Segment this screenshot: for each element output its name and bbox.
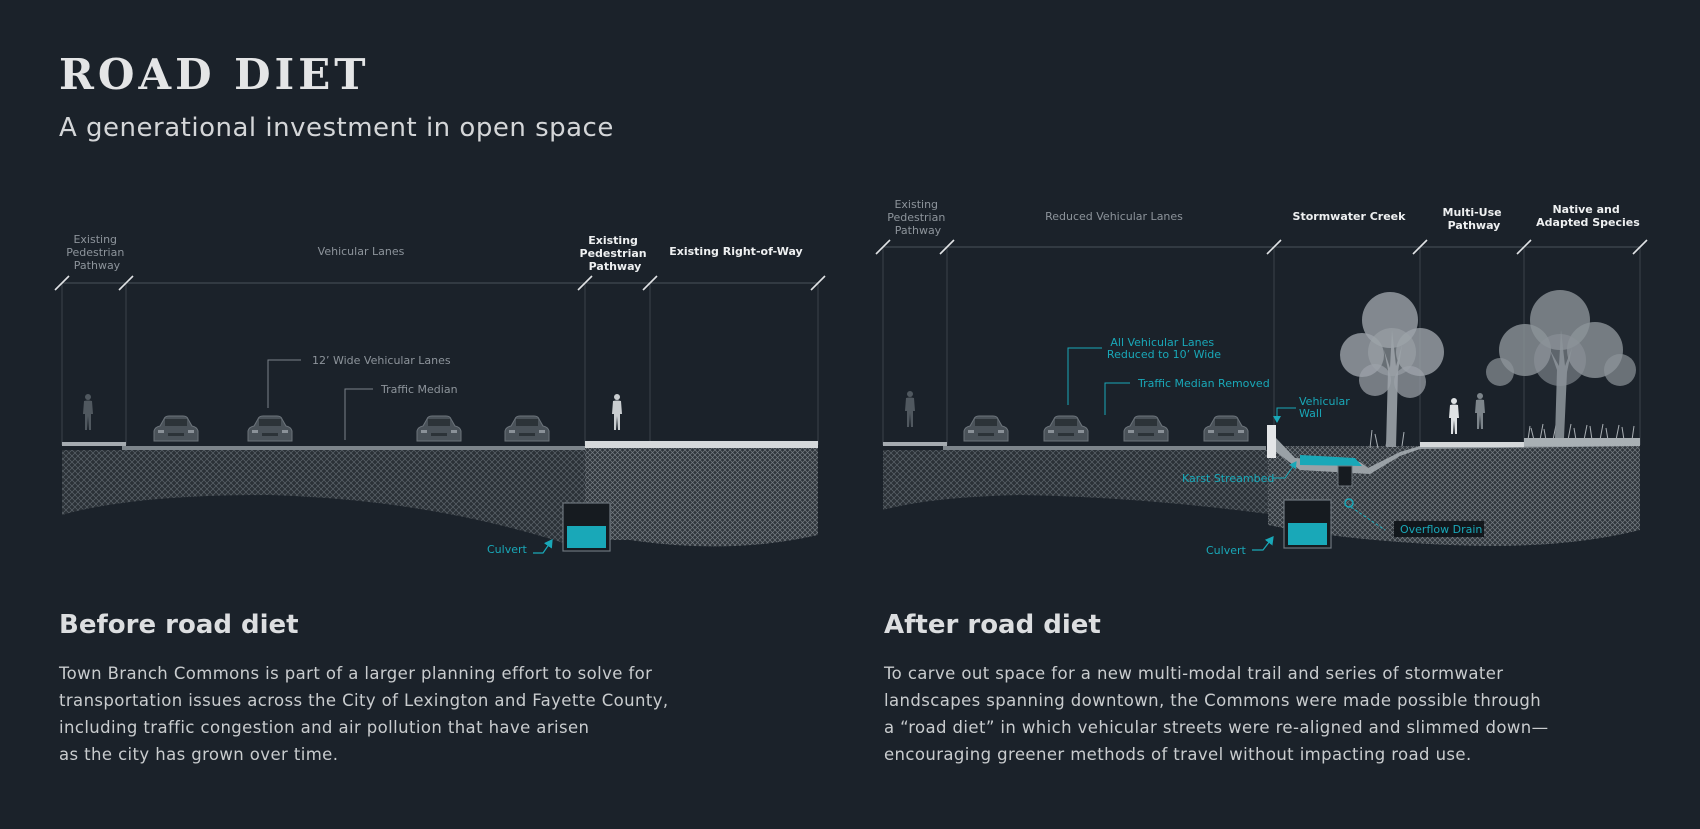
- car: [1043, 415, 1089, 442]
- after-heading: After road diet: [884, 610, 1101, 640]
- callout-karst-streambed: Karst Streambed: [1182, 472, 1274, 485]
- overflow-drain-label-bg: [1394, 521, 1484, 537]
- pedestrian: [612, 394, 622, 430]
- segment-label-native: Native and Adapted Species: [1536, 203, 1640, 229]
- tree: [1340, 292, 1444, 447]
- segment-label-ped-left: Existing Pedestrian Pathway: [66, 233, 128, 272]
- before-section: Existing Pedestrian Pathway Vehicular La…: [54, 233, 826, 556]
- car: [153, 415, 199, 442]
- before-description-line: transportation issues across the City of…: [59, 691, 669, 710]
- culvert: [1283, 499, 1332, 549]
- callout-culvert-after: Culvert: [1206, 544, 1247, 557]
- car: [247, 415, 293, 442]
- overflow-drain: [1337, 465, 1386, 531]
- callout-overflow-drain: Overflow Drain: [1400, 523, 1482, 536]
- pedestrian: [83, 394, 93, 430]
- pedestrian: [1449, 398, 1459, 434]
- pedestrian: [1475, 393, 1485, 429]
- after-description-line: landscapes spanning downtown, the Common…: [884, 691, 1542, 710]
- segment-label-creek: Stormwater Creek: [1293, 210, 1407, 223]
- page-title: ROAD DIET: [59, 50, 370, 99]
- before-description-line: including traffic congestion and air pol…: [59, 718, 590, 737]
- segment-label-ped-right: Existing Pedestrian Pathway: [580, 234, 651, 273]
- callout-vehicular-wall: Vehicular Wall: [1299, 395, 1353, 420]
- car: [1203, 415, 1249, 442]
- segment-label-right-of-way: Existing Right-of-Way: [669, 245, 802, 258]
- soil-ground-right: [585, 446, 818, 547]
- sidewalk: [585, 441, 818, 448]
- car: [504, 415, 550, 442]
- multi-use-path: [1420, 442, 1524, 447]
- after-description-line: encouraging greener methods of travel wi…: [884, 745, 1472, 764]
- segment-label-lanes: Vehicular Lanes: [318, 245, 405, 258]
- car: [963, 415, 1009, 442]
- car: [416, 415, 462, 442]
- callout-culvert: Culvert: [487, 543, 528, 556]
- after-section: Existing Pedestrian Pathway Reduced Vehi…: [875, 198, 1648, 557]
- culvert: [562, 502, 611, 552]
- after-description-line: To carve out space for a new multi-modal…: [884, 664, 1504, 683]
- before-description-line: Town Branch Commons is part of a larger …: [59, 664, 653, 683]
- segment-label-reduced-lanes: Reduced Vehicular Lanes: [1045, 210, 1183, 223]
- pedestrian: [905, 391, 915, 427]
- before-description: Town Branch Commons is part of a larger …: [59, 660, 759, 768]
- vehicular-wall: [1267, 425, 1276, 458]
- stormwater-creek: [1300, 455, 1362, 466]
- callout-median-removed: Traffic Median Removed: [1137, 377, 1270, 390]
- before-description-line: as the city has grown over time.: [59, 745, 339, 764]
- road-surface: [883, 442, 947, 446]
- segment-label-multi-use: Multi-Use Pathway: [1443, 206, 1506, 232]
- soil-ground: [62, 450, 585, 550]
- after-description-line: a “road diet” in which vehicular streets…: [884, 718, 1549, 737]
- car: [1123, 415, 1169, 442]
- soil-ground: [883, 450, 1268, 514]
- page-subtitle: A generational investment in open space: [59, 113, 614, 143]
- callout-lanes: 12’ Wide Vehicular Lanes: [312, 354, 451, 367]
- segment-label-ped-left-after: Existing Pedestrian Pathway: [887, 198, 949, 237]
- callout-lanes-reduced: All Vehicular Lanes Reduced to 10’ Wide: [1107, 336, 1221, 361]
- after-description: To carve out space for a new multi-modal…: [884, 660, 1644, 768]
- before-heading: Before road diet: [59, 610, 299, 640]
- tree: [1486, 290, 1636, 438]
- callout-median: Traffic Median: [380, 383, 458, 396]
